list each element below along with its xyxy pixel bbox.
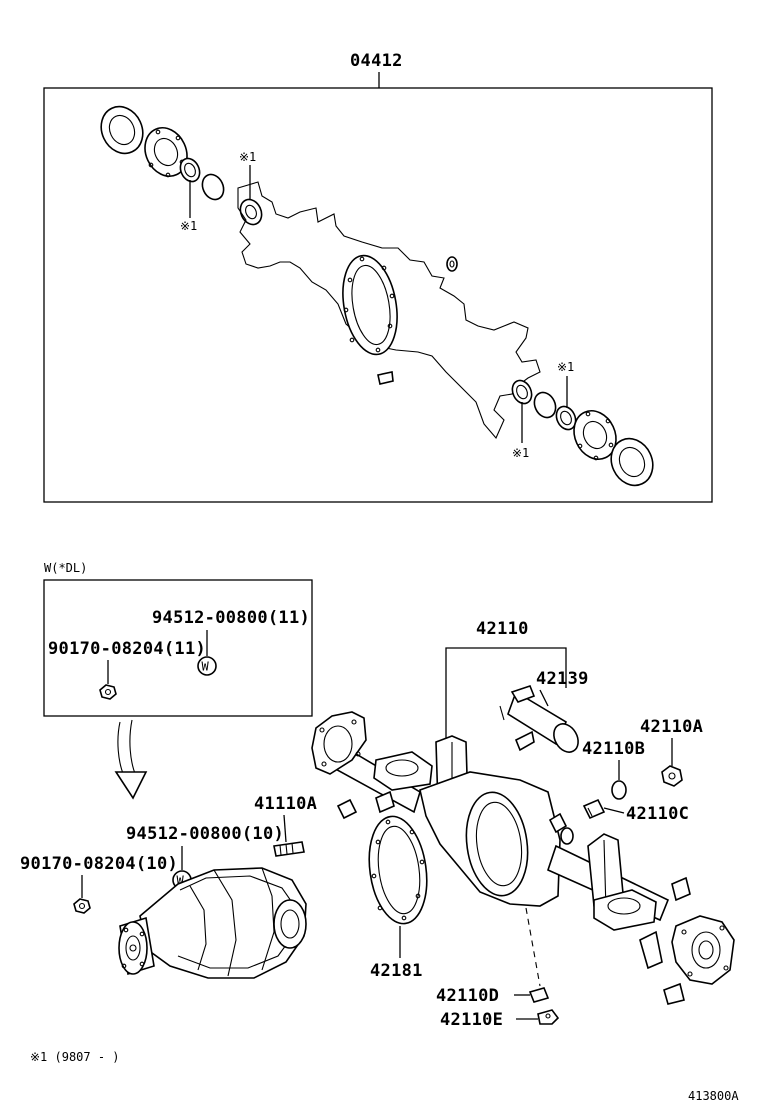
right-axle-seal [511, 379, 533, 405]
bracket-42110 [445, 647, 567, 738]
washer-symbol-1 [197, 656, 217, 676]
label-94512-10: 94512-00800(10) [126, 824, 284, 844]
differential-carrier [118, 867, 307, 979]
mark-1-upper-left: ※1 [239, 150, 256, 164]
nut-icon-1 [99, 684, 117, 700]
option-box [43, 579, 313, 717]
gasket-42181 [368, 815, 428, 925]
housing-phantom-outline [237, 181, 541, 440]
label-90170-11: 90170-08204(11) [48, 639, 206, 659]
label-42181: 42181 [370, 961, 423, 981]
gasket-42110E [537, 1009, 560, 1025]
label-94512-11: 94512-00800(11) [152, 608, 310, 628]
cap-42110A [661, 765, 683, 787]
mark-1-lower-right: ※1 [512, 446, 529, 460]
label-42110: 42110 [476, 619, 529, 639]
left-oil-seal [179, 157, 201, 183]
right-flange-gasket [610, 437, 654, 487]
dashed-leader-drain [525, 907, 541, 987]
plug-gasket-small [446, 256, 458, 272]
mark-1-lower-left: ※1 [180, 219, 197, 233]
right-oil-seal [555, 405, 577, 431]
washer-w-1: W [202, 660, 210, 674]
left-axle-seal [239, 198, 263, 226]
label-42139: 42139 [536, 669, 589, 689]
breather-tube [499, 685, 579, 753]
label-42110C: 42110C [626, 804, 689, 824]
plug-42110C [582, 798, 606, 820]
kit-frame [43, 87, 713, 503]
left-o-ring [201, 173, 225, 201]
down-arrow-icon [114, 719, 148, 800]
label-42110D: 42110D [436, 986, 499, 1006]
vent-port [560, 827, 574, 845]
label-w-dl: W(*DL) [44, 561, 87, 575]
right-o-ring [533, 391, 557, 419]
leader-41110A [283, 814, 287, 843]
vent-fitting [548, 812, 568, 834]
leader-42110C [603, 807, 625, 814]
carrier-gasket [342, 254, 398, 356]
drain-plug-42110D [528, 987, 550, 1003]
drain-plug-gasket [377, 371, 394, 385]
mark-1-upper-right: ※1 [557, 360, 574, 374]
label-42110E: 42110E [440, 1010, 503, 1030]
label-04412: 04412 [350, 51, 403, 71]
label-42110B: 42110B [582, 739, 645, 759]
axle-housing [311, 711, 735, 1005]
left-flange-gasket [100, 105, 144, 155]
label-90170-10: 90170-08204(10) [20, 854, 178, 874]
label-41110A: 41110A [254, 794, 317, 814]
washer-w-2: W [177, 874, 185, 888]
figure-id: 413800A [688, 1089, 739, 1103]
label-42110A: 42110A [640, 717, 703, 737]
stud-41110A [273, 841, 305, 857]
footnote: ※1 (9807 - ) [30, 1050, 120, 1064]
plug-42110B [611, 780, 627, 800]
nut-icon-2 [73, 898, 91, 914]
right-retainer-gasket [573, 410, 617, 461]
leader-42139 [539, 689, 549, 707]
